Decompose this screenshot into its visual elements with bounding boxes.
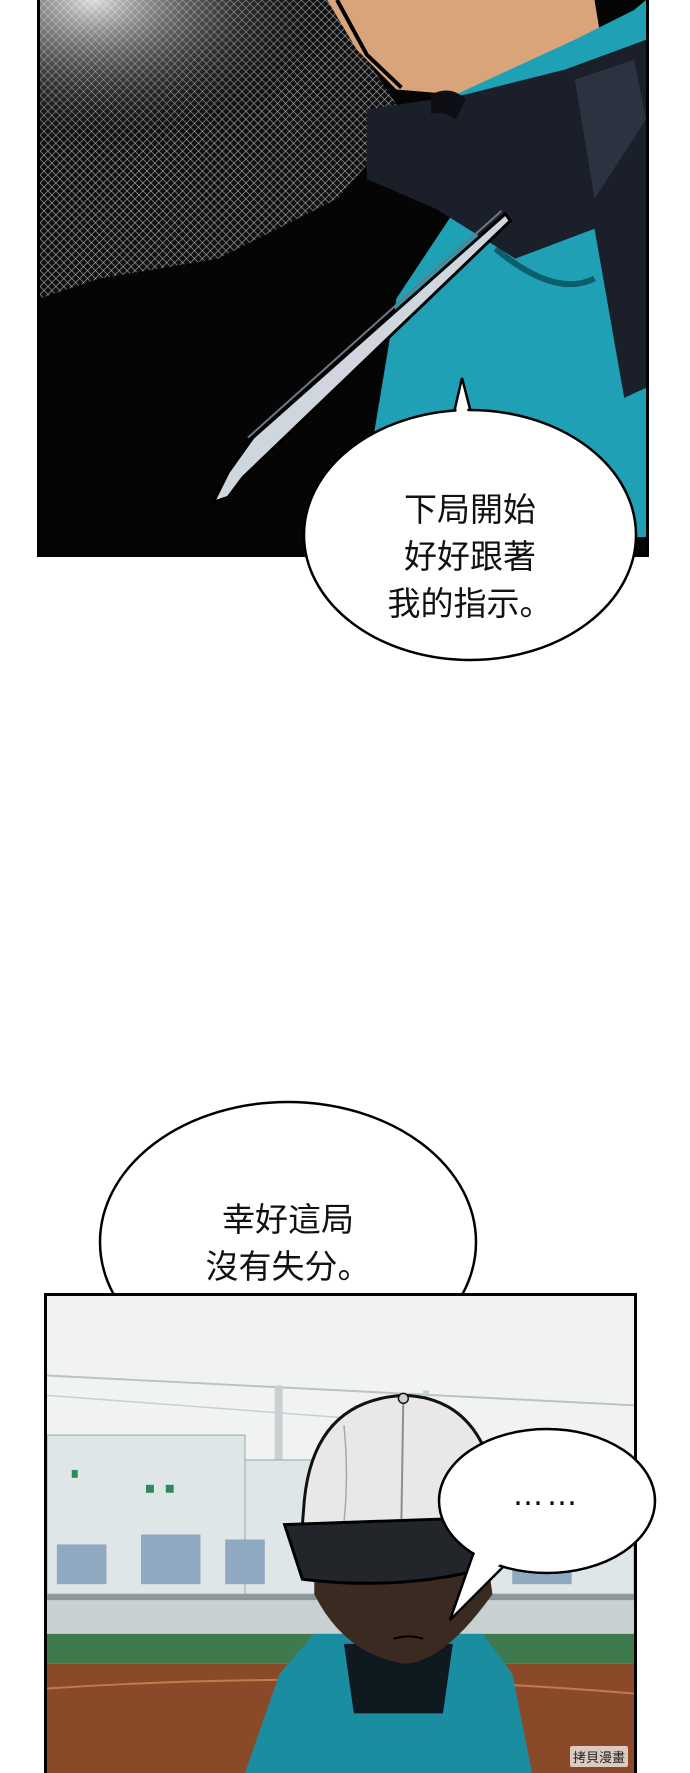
- speech-bubble-2-text: 幸好這局 沒有失分。: [205, 1200, 371, 1286]
- speech-bubble-1: 下局開始 好好跟著 我的指示。: [300, 360, 640, 680]
- speech-bubble-1-text: 下局開始 好好跟著 我的指示。: [387, 490, 553, 623]
- speech-bubble-3: ……: [436, 1426, 658, 1626]
- top-panel: [37, 0, 649, 557]
- watermark: 拷貝漫畫: [569, 1746, 628, 1767]
- speech-bubble-1-shape: [302, 377, 638, 662]
- top-panel-art: [40, 0, 646, 554]
- speech-bubble-3-shape: [437, 1427, 657, 1621]
- speech-bubble-3-text: ……: [513, 1478, 581, 1513]
